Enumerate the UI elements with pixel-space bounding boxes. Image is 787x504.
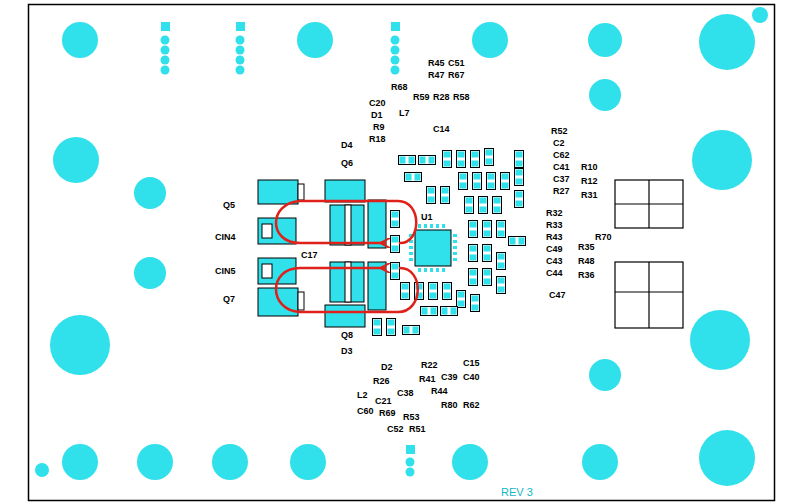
part-designator: C47 <box>548 290 567 300</box>
part-designator: R18 <box>368 134 387 144</box>
revision-label: REV 3 <box>500 486 534 498</box>
part-designator: R41 <box>418 374 437 384</box>
part-designator: R31 <box>580 190 599 200</box>
part-designator: R53 <box>402 412 421 422</box>
part-designator: Q7 <box>222 294 236 304</box>
part-designator: Q6 <box>340 158 354 168</box>
part-designator: D3 <box>340 346 354 356</box>
part-designator: R70 <box>594 232 613 242</box>
part-designator: R48 <box>577 256 596 266</box>
part-designator: Q5 <box>222 200 236 210</box>
part-designator: R26 <box>372 376 391 386</box>
part-designator: R62 <box>462 400 481 410</box>
part-designator: C37 <box>552 174 571 184</box>
part-designator: R27 <box>552 186 571 196</box>
part-designator: C14 <box>432 124 451 134</box>
part-designator: C60 <box>356 406 375 416</box>
part-designator: C17 <box>300 250 319 260</box>
part-designator: C2 <box>552 138 566 148</box>
part-designator: D1 <box>370 110 384 120</box>
part-designator: Q8 <box>340 330 354 340</box>
part-designator: R58 <box>452 92 471 102</box>
part-designator: R52 <box>550 126 569 136</box>
part-designator: D4 <box>340 140 354 150</box>
part-designator: C51 <box>447 58 466 68</box>
part-designator: R22 <box>420 360 439 370</box>
part-designator: R33 <box>545 220 564 230</box>
part-designator: D2 <box>380 362 394 372</box>
part-designator: C15 <box>462 358 481 368</box>
part-designator: R45 <box>427 58 446 68</box>
part-designator: C38 <box>396 388 415 398</box>
part-designator: R32 <box>545 208 564 218</box>
part-designator: R12 <box>580 176 599 186</box>
part-designator: C20 <box>368 98 387 108</box>
part-designator: C41 <box>552 162 571 172</box>
part-designator: C40 <box>462 372 481 382</box>
part-designator: R9 <box>372 122 386 132</box>
part-designator: R69 <box>378 408 397 418</box>
part-designator: C39 <box>440 372 459 382</box>
part-designator: U1 <box>420 212 434 222</box>
part-designator: R44 <box>430 386 449 396</box>
part-designator: R28 <box>432 92 451 102</box>
part-designator: R51 <box>408 424 427 434</box>
part-designator: R80 <box>440 400 459 410</box>
part-designator: R47 <box>427 70 446 80</box>
part-designator: C49 <box>545 244 564 254</box>
part-designator: R36 <box>577 270 596 280</box>
part-designator: CIN5 <box>214 266 237 276</box>
part-designator: C62 <box>552 150 571 160</box>
part-designator: C21 <box>374 396 393 406</box>
part-designator: C52 <box>386 424 405 434</box>
part-designator: R35 <box>577 242 596 252</box>
part-designator: L2 <box>356 390 369 400</box>
part-designator: CIN4 <box>214 232 237 242</box>
part-designator: R10 <box>580 162 599 172</box>
part-designator: R67 <box>447 70 466 80</box>
part-designator: R68 <box>390 82 409 92</box>
part-designator: R59 <box>412 92 431 102</box>
part-designator: L7 <box>398 108 411 118</box>
part-designator: C44 <box>545 268 564 278</box>
part-designator: C43 <box>545 256 564 266</box>
part-designator: R43 <box>545 232 564 242</box>
